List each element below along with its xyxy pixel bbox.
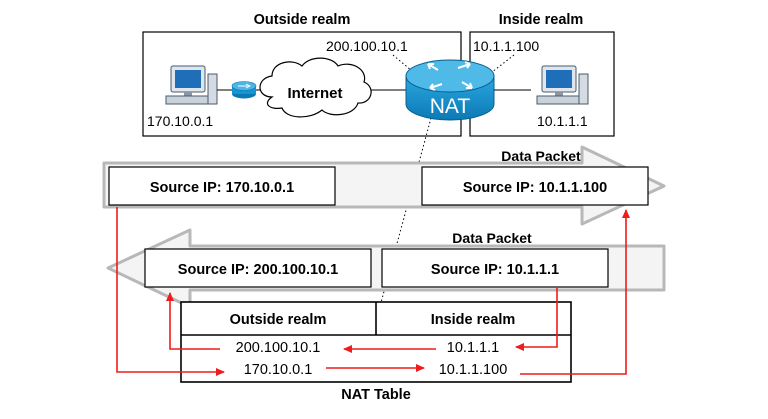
red-arrow-table-to-public-packet bbox=[166, 292, 220, 350]
top-packet-right-text: Source IP: 10.1.1.100 bbox=[463, 180, 607, 196]
inside-realm-title: Inside realm bbox=[499, 12, 584, 28]
nat-table-header-outside: Outside realm bbox=[230, 312, 327, 328]
inside-host-ip: 10.1.1.1 bbox=[537, 113, 588, 129]
nat-table-row2-inside: 10.1.1.100 bbox=[439, 362, 508, 378]
top-packet-left-text: Source IP: 170.10.0.1 bbox=[150, 180, 294, 196]
outside-realm-title: Outside realm bbox=[254, 12, 351, 28]
bottom-packet-right-box bbox=[381, 248, 609, 288]
top-packet-right-box bbox=[421, 166, 649, 206]
nat-table-caption: NAT Table bbox=[341, 387, 411, 403]
top-packet-label: Data Packet bbox=[501, 148, 581, 164]
dotted-line-public-ip bbox=[392, 54, 419, 77]
bottom-packet-left-text: Source IP: 200.100.10.1 bbox=[178, 262, 338, 278]
inside-router-ip: 10.1.1.100 bbox=[473, 38, 539, 54]
nat-router-label: NAT bbox=[430, 95, 471, 118]
red-arrow-inside-host-to-table bbox=[515, 288, 558, 351]
nat-table-row2-outside: 170.10.0.1 bbox=[244, 362, 313, 378]
nat-table-row1-inside: 10.1.1.1 bbox=[447, 340, 499, 356]
hub-icon bbox=[231, 81, 257, 99]
bottom-packet-left-box bbox=[144, 248, 372, 288]
internet-cloud-icon bbox=[259, 57, 372, 118]
inside-pc-icon bbox=[536, 65, 589, 105]
dotted-line-router-down bbox=[378, 117, 432, 311]
bottom-packet-right-text: Source IP: 10.1.1.1 bbox=[431, 262, 559, 278]
red-arrow-outside-host-to-table bbox=[116, 207, 225, 376]
red-arrow-table-to-inside-packet bbox=[520, 209, 630, 375]
nat-table-row1-outside: 200.100.10.1 bbox=[236, 340, 321, 356]
nat-public-ip: 200.100.10.1 bbox=[326, 38, 408, 54]
top-packet-left-box bbox=[108, 166, 336, 206]
nat-table-header-inside: Inside realm bbox=[431, 312, 516, 328]
outside-pc-icon bbox=[165, 65, 218, 105]
nat-router-icon bbox=[405, 59, 495, 121]
outside-host-ip: 170.10.0.1 bbox=[147, 113, 213, 129]
internet-label: Internet bbox=[287, 85, 342, 102]
bottom-packet-label: Data Packet bbox=[452, 230, 532, 246]
